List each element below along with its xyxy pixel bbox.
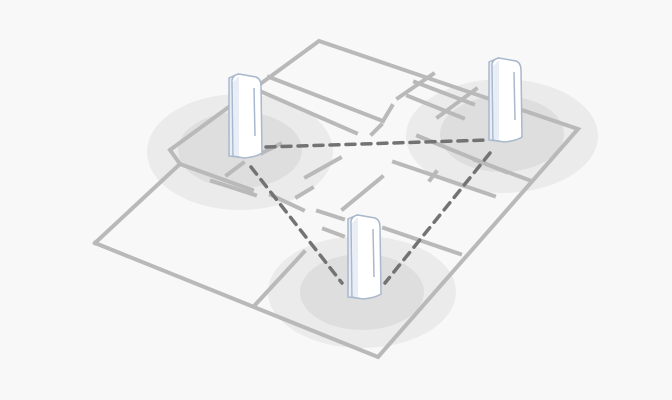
wall (259, 89, 359, 136)
wall (405, 93, 466, 121)
wall (224, 160, 246, 178)
wall (381, 225, 463, 257)
wall (369, 122, 384, 137)
mesh-router-icon (228, 72, 263, 159)
wall (395, 71, 436, 101)
link-right-bottom (383, 151, 492, 285)
wall (266, 74, 386, 124)
wall (427, 169, 439, 183)
mesh-router-icon (488, 56, 523, 143)
wall (294, 185, 315, 200)
wall (252, 249, 307, 308)
wall (303, 155, 343, 180)
wall (340, 174, 385, 212)
link-left-bottom (249, 165, 344, 285)
mesh-links (249, 138, 492, 285)
wall (472, 157, 532, 183)
mesh-router-icon (347, 213, 382, 300)
wall (209, 178, 258, 198)
wall (315, 208, 346, 222)
wall (380, 103, 395, 124)
link-left-right (264, 138, 490, 149)
floor-plan (92, 38, 582, 360)
wall (321, 226, 346, 239)
wall (177, 161, 255, 193)
wall (391, 159, 497, 199)
